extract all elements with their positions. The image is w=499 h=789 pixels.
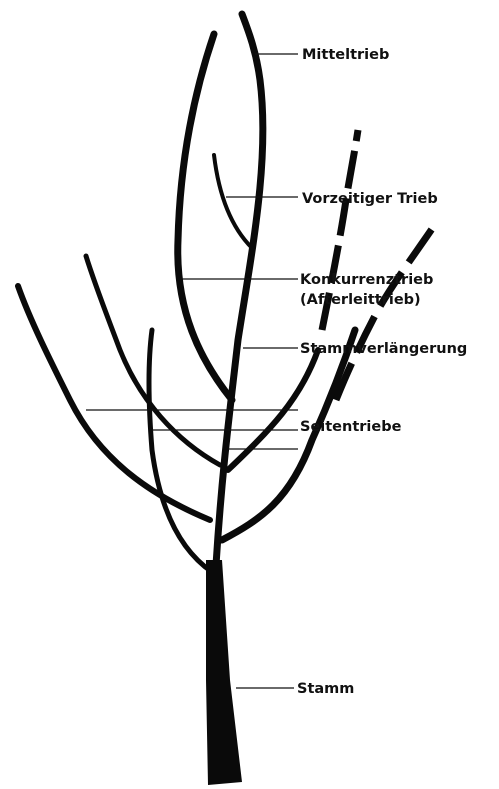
competing-leader — [178, 34, 232, 400]
label-stamm: Stamm — [297, 681, 354, 697]
premature-shoot — [214, 155, 252, 248]
label-mitteltrieb: Mitteltrieb — [302, 47, 389, 63]
label-konkurrenztrieb: Konkurrenztrieb — [300, 272, 433, 288]
label-vorzeitiger-trieb: Vorzeitiger Trieb — [302, 191, 438, 207]
left-inner-branch — [149, 330, 212, 572]
dashed-shoot-inner — [336, 220, 438, 400]
central-leader — [216, 14, 263, 565]
right-lower-branch — [222, 330, 355, 540]
label-seitentriebe: Seitentriebe — [300, 419, 402, 435]
left-outer-branch — [18, 286, 210, 520]
trunk — [206, 560, 242, 785]
label-stammverlaengerung: Stammverlängerung — [300, 341, 467, 357]
label-afterleittrieb: (Afterleittrieb) — [300, 292, 421, 308]
